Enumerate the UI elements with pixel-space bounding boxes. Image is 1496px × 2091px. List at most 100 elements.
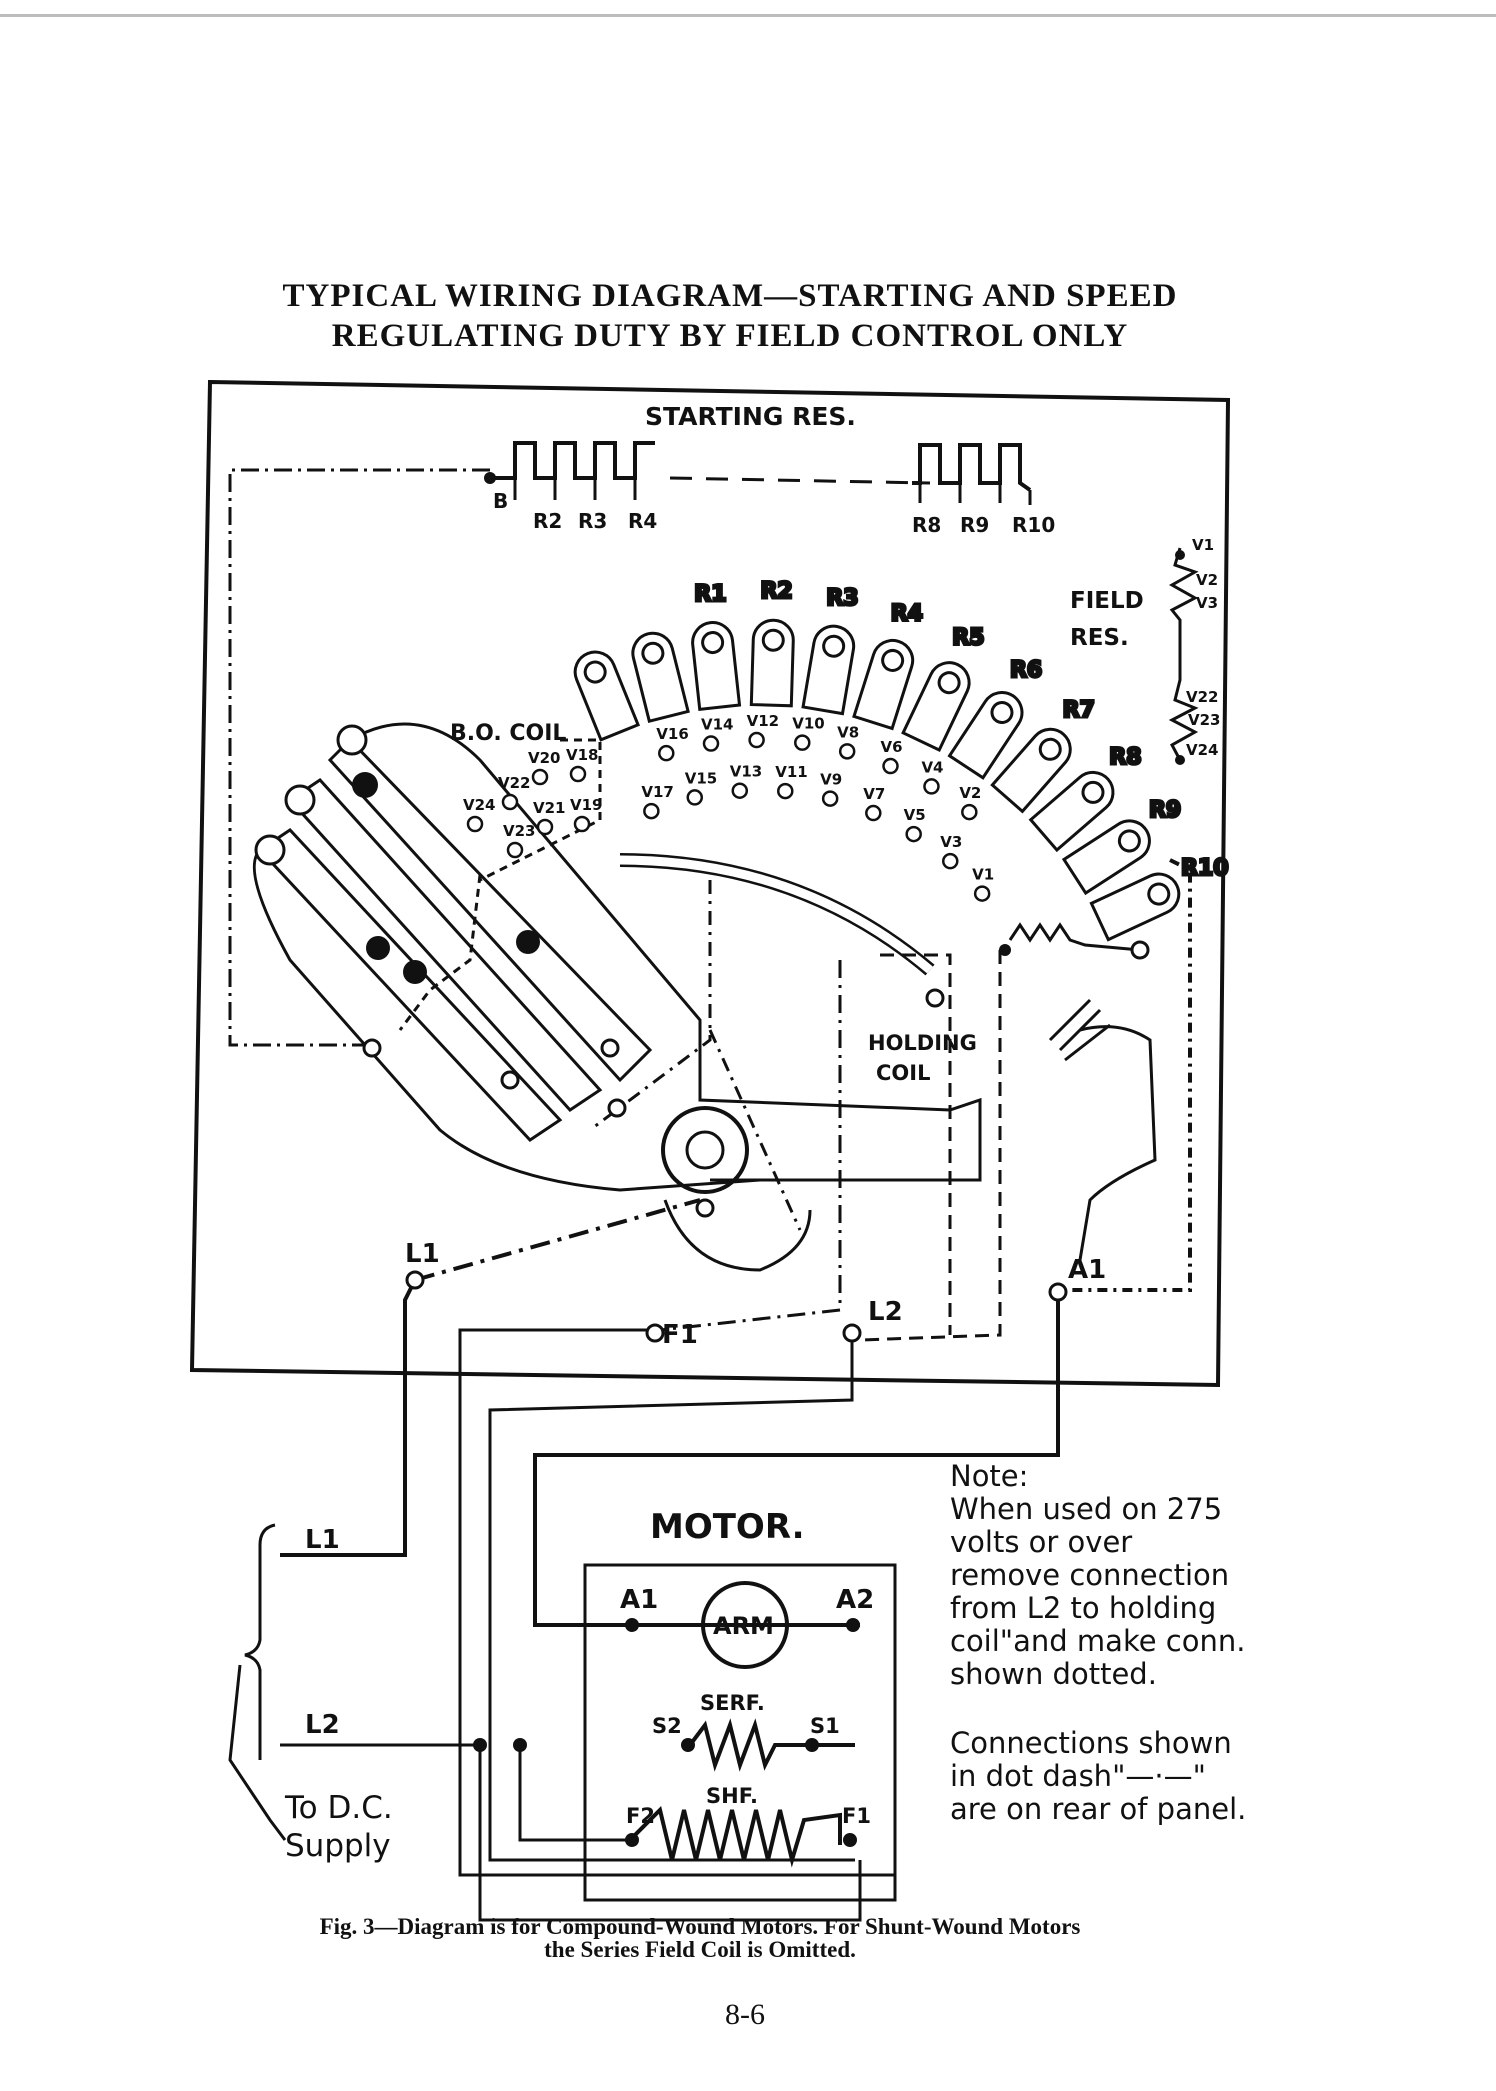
label-v1-field: V1 — [1192, 536, 1214, 554]
label-r2: R2 — [533, 509, 562, 533]
label-v13: V13 — [730, 763, 762, 781]
contact-finger-6 — [852, 638, 915, 731]
label-r4: R4 — [628, 509, 657, 533]
label-v16: V16 — [656, 725, 688, 743]
label-r9: R9 — [960, 513, 989, 537]
supply-brace — [244, 1523, 276, 1760]
label-contact-r4: R4 — [891, 601, 923, 626]
label-to-dc: To D.C. — [284, 1790, 393, 1826]
label-contact-r2: R2 — [760, 579, 792, 604]
left-contact-v18 — [569, 765, 587, 783]
label-v21: V21 — [533, 799, 565, 817]
label-contact-r5: R5 — [952, 626, 984, 651]
label-v1: V1 — [972, 866, 994, 884]
label-coil: COIL — [876, 1061, 930, 1085]
label-v11: V11 — [775, 763, 807, 781]
label-supply-l2: L2 — [305, 1710, 340, 1740]
motor-box — [583, 1563, 897, 1902]
contact-finger-1 — [573, 650, 641, 742]
label-arm: ARM — [713, 1612, 774, 1640]
note-heading: Note: — [950, 1459, 1029, 1493]
contact-finger-2 — [631, 631, 690, 723]
label-v2-field: V2 — [1196, 571, 1218, 589]
contact-finger-12 — [1089, 872, 1181, 942]
label-v19: V19 — [570, 796, 602, 814]
inner-contact-v3 — [942, 852, 959, 870]
inner-contact-v11 — [777, 782, 794, 800]
label-r8: R8 — [912, 513, 941, 537]
rear-connection-left — [228, 468, 490, 1047]
label-l2-panel: L2 — [868, 1297, 903, 1327]
holding-coil-magnet — [1078, 1025, 1157, 1261]
inner-contact-v17 — [643, 802, 660, 820]
note-text-1: When used on 275 volts or over remove co… — [950, 1492, 1246, 1691]
label-res: RES. — [1070, 625, 1129, 651]
outer-contact-v2 — [961, 803, 978, 821]
diagram-title-line-2: REGULATING DUTY BY FIELD CONTROL ONLY — [331, 318, 1129, 354]
outer-contact-v8 — [838, 743, 856, 760]
label-v17: V17 — [641, 783, 673, 801]
label-field: FIELD — [1070, 588, 1144, 614]
label-v10: V10 — [792, 715, 824, 733]
label-shf: SHF. — [706, 1784, 758, 1808]
inner-contact-v1 — [973, 885, 991, 902]
terminal-dots — [352, 472, 1185, 1847]
label-contact-r9: R9 — [1149, 798, 1181, 823]
label-v22: V22 — [498, 774, 530, 792]
label-motor: MOTOR. — [650, 1507, 805, 1547]
inner-contact-v5 — [905, 825, 922, 843]
label-v4: V4 — [921, 758, 943, 776]
label-contact-r8: R8 — [1109, 745, 1141, 770]
label-r10: R10 — [1012, 513, 1055, 537]
diagram-title-line-1: TYPICAL WIRING DIAGRAM—STARTING AND SPEE… — [282, 278, 1178, 314]
contact-finger-4 — [749, 618, 795, 708]
label-v18: V18 — [566, 746, 598, 764]
left-contact-v21 — [536, 818, 554, 836]
inner-contact-v15 — [686, 789, 704, 806]
label-f2: F2 — [626, 1804, 655, 1828]
label-f1-panel: F1 — [662, 1320, 698, 1350]
open-terminals — [254, 724, 1150, 1343]
panel-outline — [189, 379, 1231, 1388]
label-motor-f1: F1 — [842, 1804, 871, 1828]
page-top-rule — [0, 14, 1496, 17]
left-contact-v19 — [573, 815, 591, 833]
note-text-2: Connections shown in dot dash"—·—" are o… — [950, 1726, 1247, 1826]
label-v20: V20 — [528, 749, 560, 767]
label-contact-r6: R6 — [1010, 658, 1042, 683]
label-v22-field: V22 — [1186, 688, 1218, 706]
label-holding: HOLDING — [868, 1031, 977, 1055]
label-supply: Supply — [285, 1828, 391, 1864]
label-contact-r7: R7 — [1063, 698, 1095, 723]
l1-rear-connection — [414, 1198, 701, 1282]
contact-finger-8 — [947, 691, 1024, 780]
series-field-coil — [688, 1718, 855, 1772]
label-v2: V2 — [959, 784, 981, 802]
label-s1: S1 — [810, 1714, 840, 1738]
page-number: 8-6 — [725, 1998, 765, 2031]
figure-caption: Fig. 3—Diagram is for Compound-Wound Mot… — [150, 1915, 1250, 1961]
label-serf: SERF. — [700, 1691, 765, 1715]
label-v12: V12 — [747, 712, 779, 730]
outer-contact-v16 — [658, 744, 675, 762]
left-contact-v23 — [506, 841, 524, 859]
shunt-field-coil — [628, 1806, 842, 1868]
starting-resistor-left — [490, 441, 655, 480]
contact-finger-11 — [1061, 819, 1151, 896]
label-contact-r3: R3 — [826, 586, 858, 611]
label-v3: V3 — [940, 833, 962, 851]
resistor-dashed-link — [669, 476, 931, 485]
label-l1-panel: L1 — [405, 1239, 440, 1269]
label-v24-field: V24 — [1186, 741, 1218, 759]
outer-contact-v4 — [923, 778, 940, 795]
label-b: B — [493, 489, 508, 513]
label-supply-l1: L1 — [305, 1525, 340, 1555]
contact-finger-9 — [990, 727, 1072, 814]
contact-finger-5 — [801, 624, 856, 716]
left-contact-v20 — [531, 768, 549, 786]
label-a1-panel: A1 — [1068, 1255, 1106, 1285]
outer-contact-v6 — [882, 757, 899, 775]
label-motor-a1: A1 — [620, 1585, 658, 1615]
label-v9: V9 — [820, 771, 842, 789]
